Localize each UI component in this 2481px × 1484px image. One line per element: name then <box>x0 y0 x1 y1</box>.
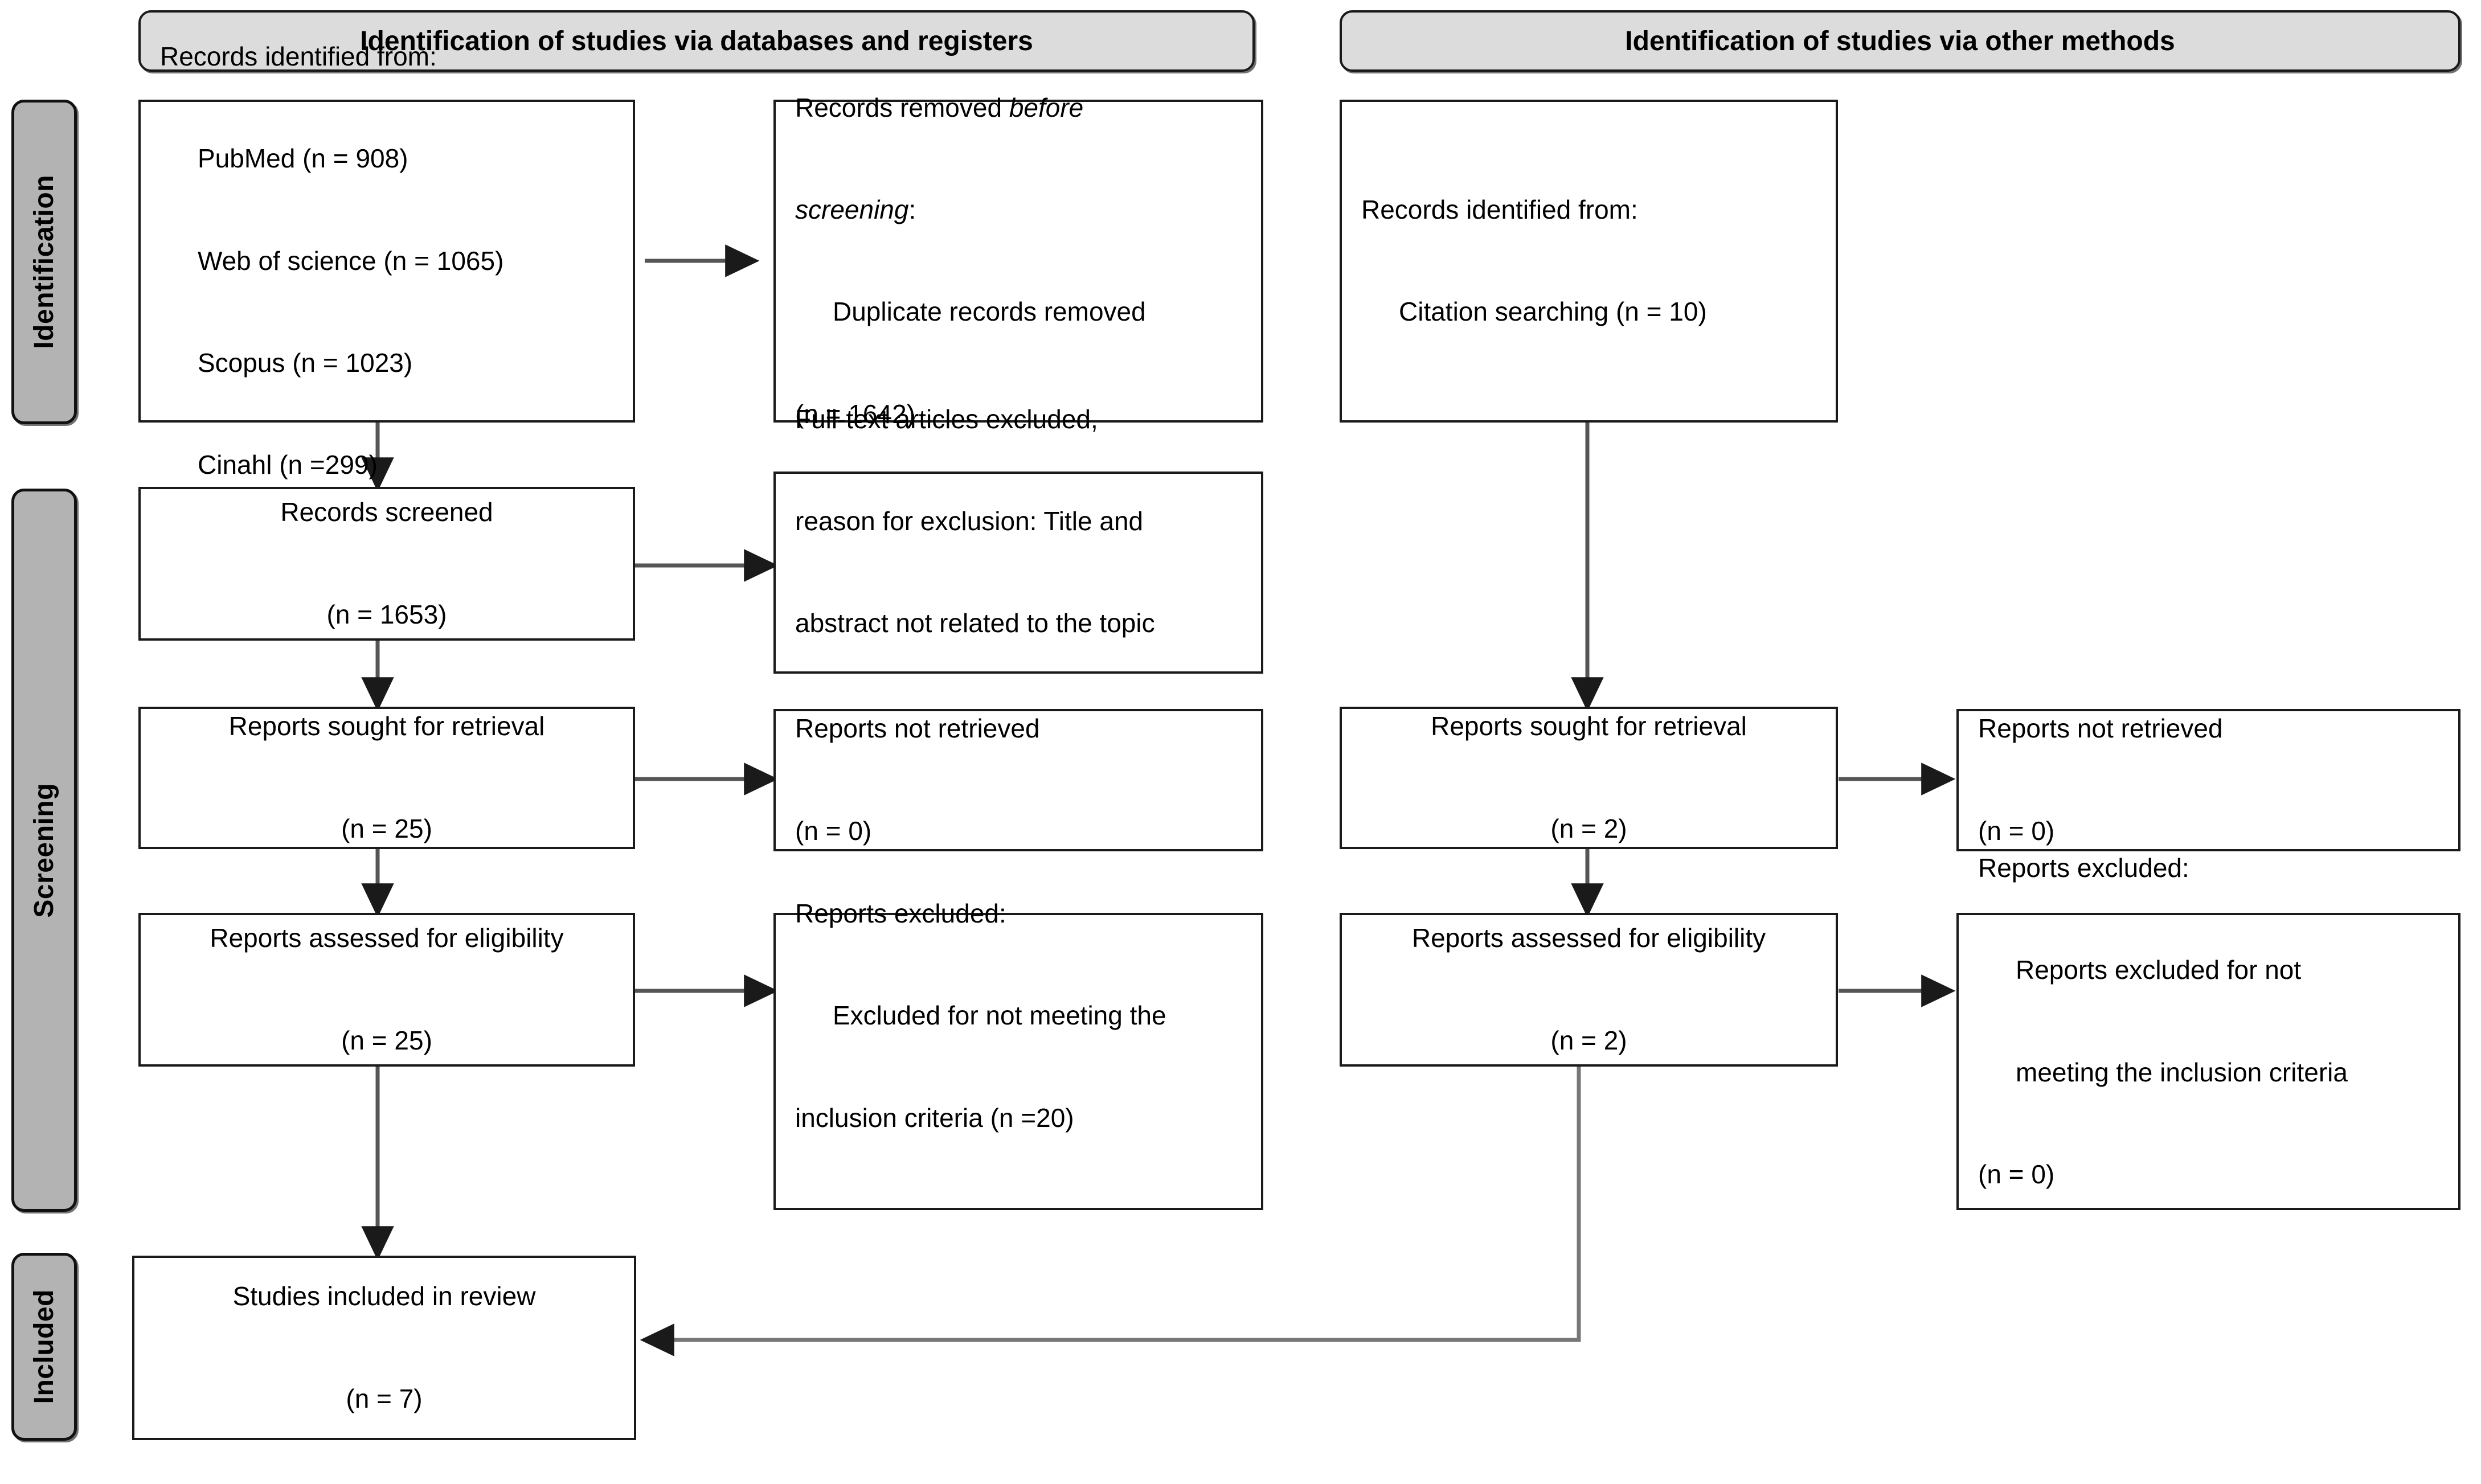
connector-layer <box>361 244 1956 1356</box>
box-records-identified-databases: Records identified from: PubMed (n = 908… <box>138 42 635 479</box>
reports-excluded-other-line1: Reports excluded: <box>1978 853 2189 883</box>
records-identified-db-line2: PubMed (n = 908) <box>198 144 408 174</box>
reports-not-retrieved-other-line2: (n = 0) <box>1978 815 2055 846</box>
box-records-removed-before-screening: Records removed before screening: Duplic… <box>773 93 1263 429</box>
reports-sought-other-line1: Reports sought for retrieval <box>1431 711 1747 741</box>
box-reports-assessed-eligibility-databases: Reports assessed for eligibility (n = 25… <box>138 913 635 1067</box>
records-removed-line3: Duplicate records removed <box>833 297 1146 327</box>
reports-excluded-other-line3: meeting the inclusion criteria <box>2016 1057 2348 1087</box>
prisma-flow-diagram: Identification of studies via databases … <box>11 10 2460 1441</box>
box-reports-excluded-databases: Reports excluded: Excluded for not meeti… <box>773 899 1263 1210</box>
records-removed-line4: (n = 1642) <box>795 399 915 429</box>
fulltext-excluded-line3: abstract not related to the topic <box>795 608 1155 638</box>
records-removed-line1: Records removed before <box>795 91 1242 125</box>
records-identified-other-line2: Citation searching (n = 10) <box>1399 297 1707 327</box>
studies-included-line1: Studies included in review <box>232 1281 536 1311</box>
banner-databases-label: Identification of studies via databases … <box>360 26 1033 56</box>
box-records-identified-other-methods: Records identified from: Citation search… <box>1340 100 1838 423</box>
reports-not-retrieved-db-line1: Reports not retrieved <box>795 714 1040 744</box>
stage-label-identification: Identification <box>11 100 77 424</box>
records-removed-line2: screening: <box>795 193 1242 227</box>
reports-assessed-other-line1: Reports assessed for eligibility <box>1411 923 1766 953</box>
records-removed-line1-italic: before <box>1009 92 1084 122</box>
fulltext-excluded-line2: reason for exclusion: Title and <box>795 506 1144 536</box>
reports-excluded-db-line1: Reports excluded: <box>795 898 1006 928</box>
stage-label-identification-text: Identification <box>29 175 59 349</box>
reports-excluded-db-line3: inclusion criteria (n =20) <box>795 1102 1074 1133</box>
records-identified-other-line1: Records identified from: <box>1361 194 1638 224</box>
box-reports-not-retrieved-databases: Reports not retrieved (n = 0) <box>773 709 1263 851</box>
fulltext-excluded-line1: Full-text articles excluded, <box>795 404 1098 434</box>
reports-excluded-other-line4: (n = 0) <box>1978 1159 2055 1190</box>
reports-sought-db-line2: (n = 25) <box>341 813 432 843</box>
reports-excluded-other-line2: Reports excluded for not <box>2016 955 2302 985</box>
banner-databases-registers: Identification of studies via databases … <box>138 10 1255 72</box>
box-fulltext-articles-excluded: Full-text articles excluded, reason for … <box>773 404 1263 740</box>
records-screened-line1: Records screened <box>280 497 493 527</box>
stage-label-screening-text: Screening <box>29 782 59 918</box>
box-reports-not-retrieved-other: Reports not retrieved (n = 0) <box>1956 709 2460 851</box>
records-identified-db-line5: Cinahl (n =299) <box>198 450 378 480</box>
records-identified-db-line4: Scopus (n = 1023) <box>198 348 413 378</box>
records-identified-db-line3: Web of science (n = 1065) <box>198 245 504 276</box>
reports-not-retrieved-other-line1: Reports not retrieved <box>1978 714 2223 744</box>
edge-other-assessed-to-included <box>640 1066 1581 1356</box>
records-removed-line1-plain: Records removed <box>795 92 1009 122</box>
box-reports-sought-retrieval-other: Reports sought for retrieval (n = 2) <box>1340 707 1838 849</box>
box-records-screened: Records screened (n = 1653) <box>138 487 635 641</box>
box-reports-sought-retrieval-databases: Reports sought for retrieval (n = 25) <box>138 707 635 849</box>
reports-assessed-db-line2: (n = 25) <box>341 1025 432 1055</box>
banner-other-methods-label: Identification of studies via other meth… <box>1625 26 2175 56</box>
records-removed-line2-colon: : <box>908 194 916 224</box>
reports-sought-other-line2: (n = 2) <box>1550 813 1627 843</box>
banner-other-methods: Identification of studies via other meth… <box>1340 10 2460 72</box>
reports-assessed-db-line1: Reports assessed for eligibility <box>210 923 564 953</box>
records-removed-line2-italic: screening <box>795 194 909 224</box>
reports-not-retrieved-db-line2: (n = 0) <box>795 815 872 846</box>
stage-label-screening: Screening <box>11 489 77 1212</box>
box-studies-included-in-review: Studies included in review (n = 7) <box>132 1256 636 1440</box>
reports-assessed-other-line2: (n = 2) <box>1550 1025 1627 1055</box>
box-reports-excluded-other: Reports excluded: Reports excluded for n… <box>1956 853 2460 1210</box>
box-reports-assessed-eligibility-other: Reports assessed for eligibility (n = 2) <box>1340 913 1838 1067</box>
records-screened-line2: (n = 1653) <box>326 599 447 629</box>
reports-excluded-db-line2: Excluded for not meeting the <box>833 1001 1166 1031</box>
stage-label-included-text: Included <box>29 1289 59 1404</box>
records-identified-db-line1: Records identified from: <box>160 41 437 71</box>
stage-label-included: Included <box>11 1253 77 1441</box>
studies-included-line2: (n = 7) <box>346 1383 423 1413</box>
reports-sought-db-line1: Reports sought for retrieval <box>228 711 545 741</box>
